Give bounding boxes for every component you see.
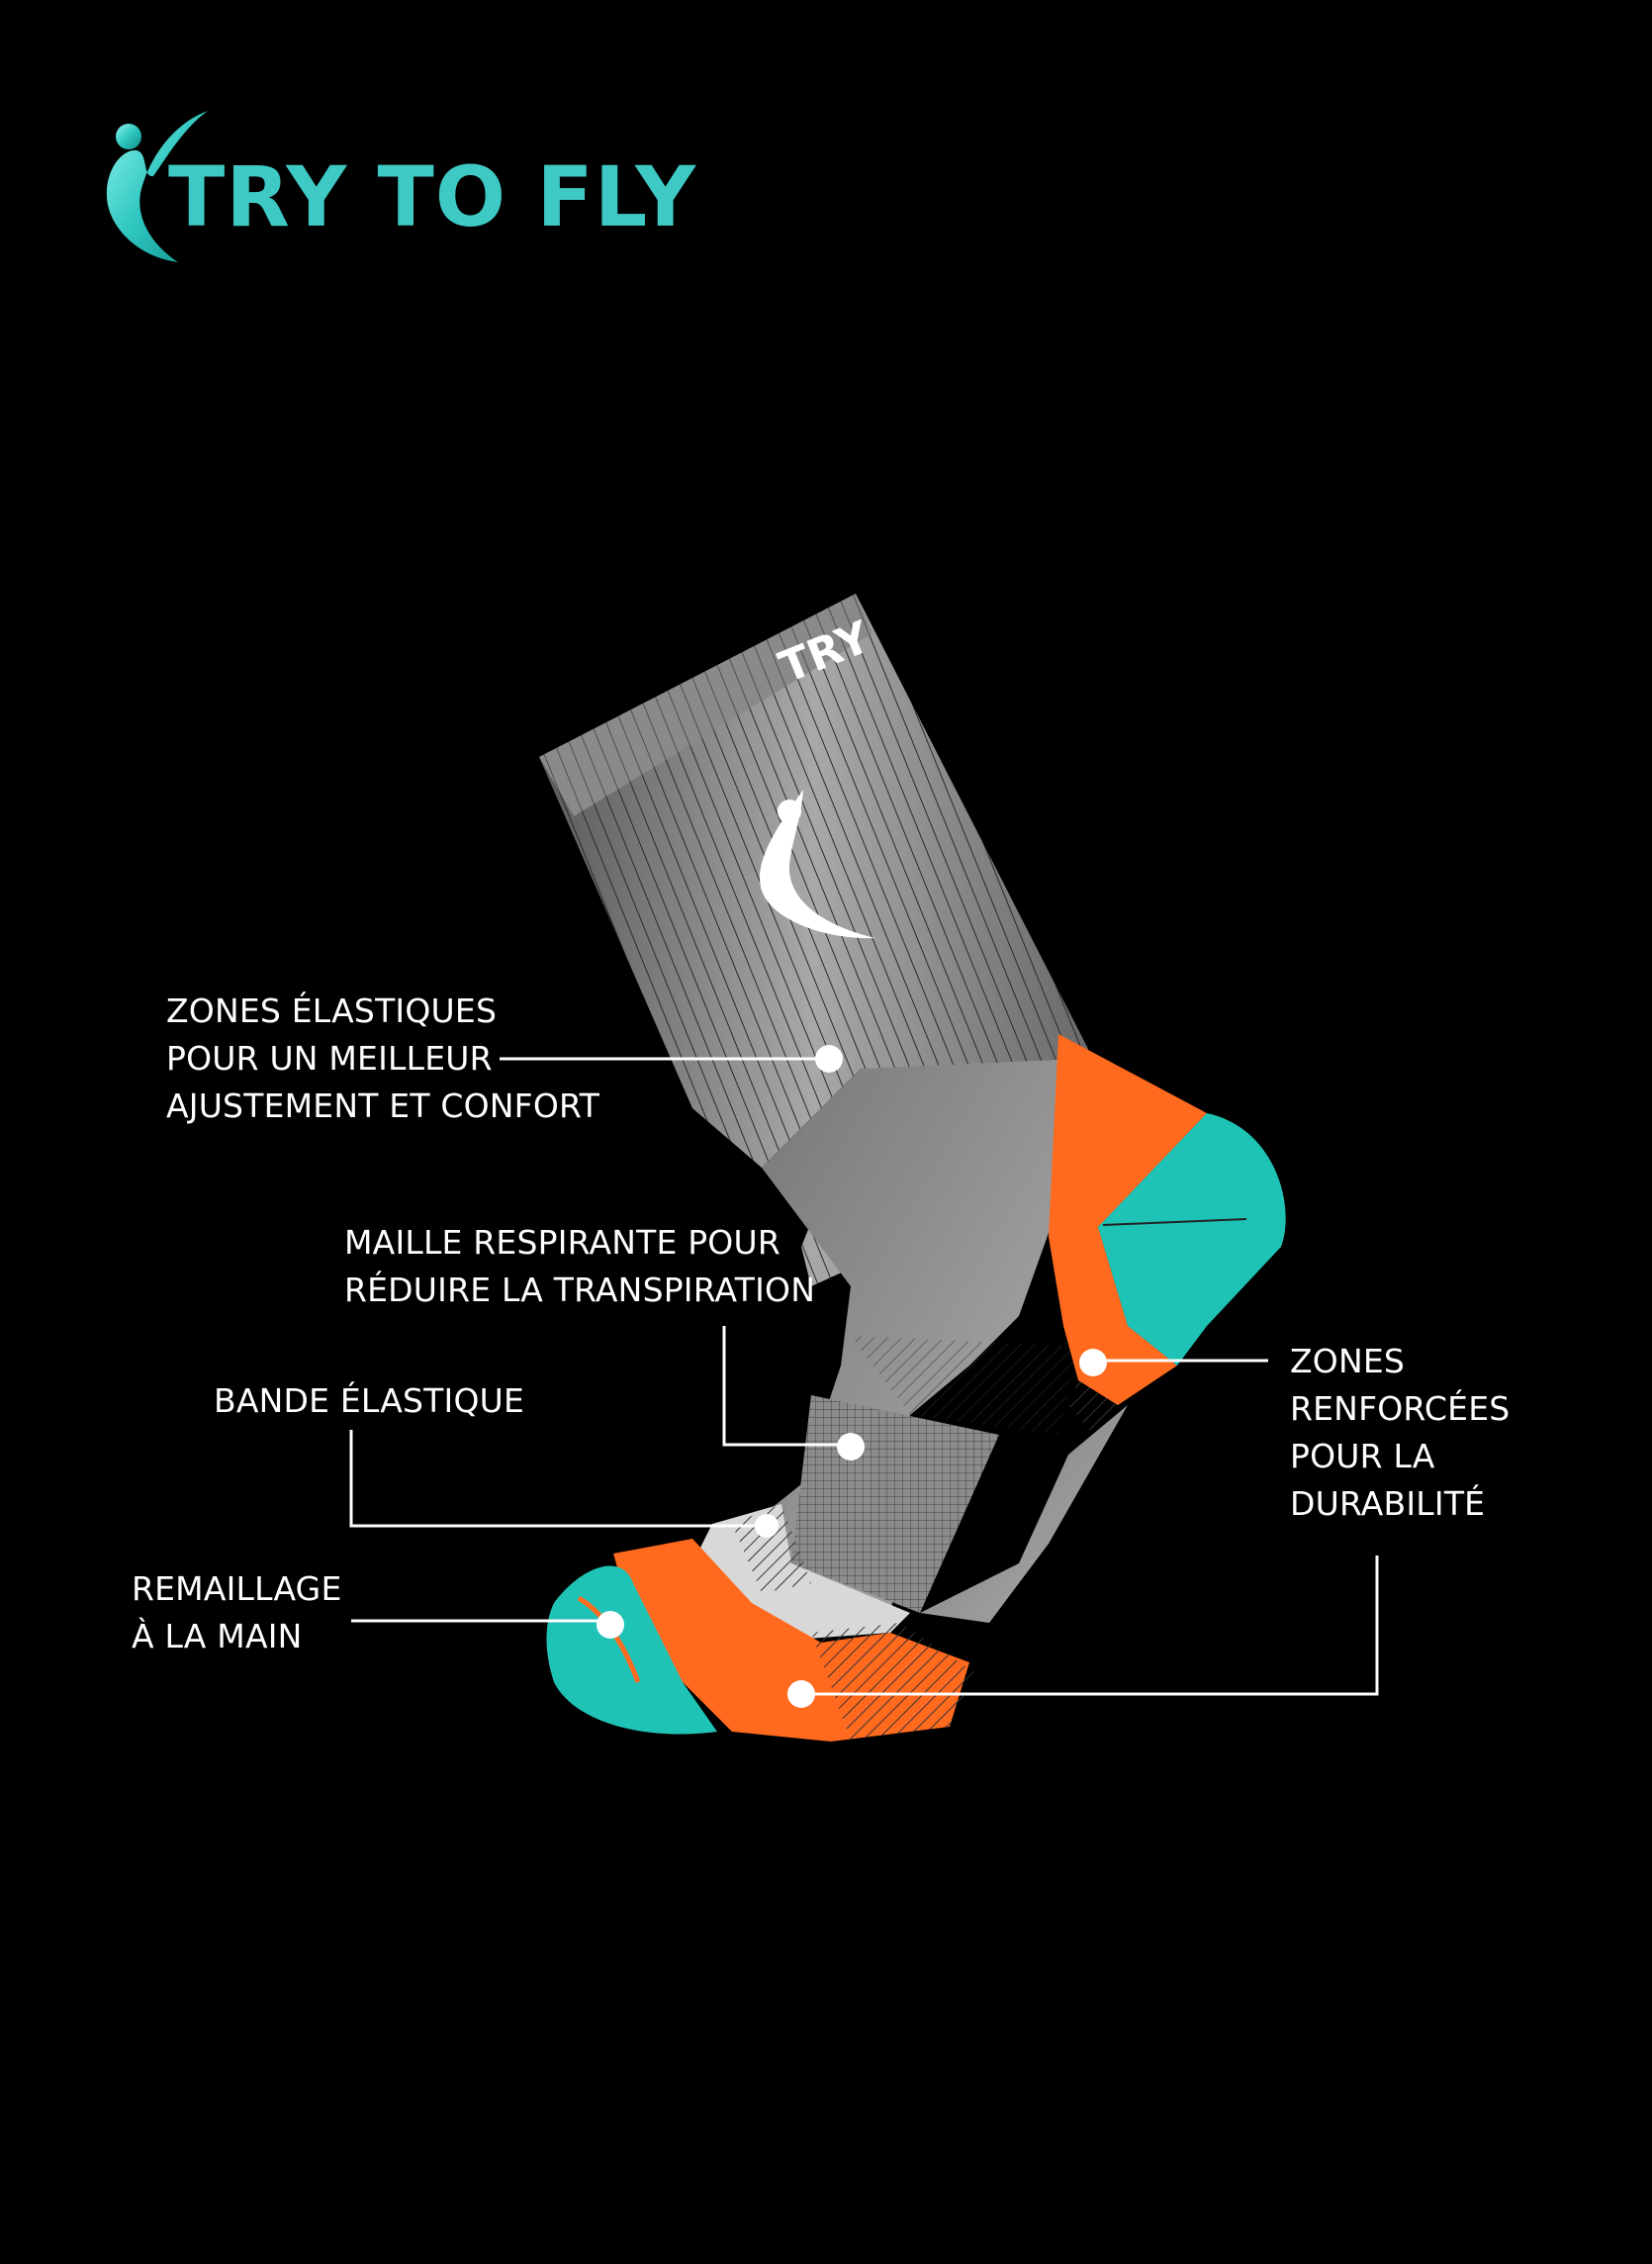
heel-orange-zone [1049, 1034, 1207, 1405]
brand-logo [79, 99, 594, 277]
callout-elastic-band: BANDE ÉLASTIQUE [214, 1381, 525, 1420]
leg-logo-icon [760, 790, 875, 939]
callout-dots [597, 1045, 1107, 1708]
heel-teal-zone [1098, 1113, 1286, 1366]
callout-breathable-mesh: MAILLE RESPIRANTE POUR RÉDUIRE LA TRANSP… [344, 1223, 816, 1309]
brand-name: TRY TO FLY [168, 148, 697, 245]
flying-person-logo-icon [106, 111, 208, 262]
callout-hand-linking: REMAILLAGE À LA MAIN [132, 1569, 342, 1655]
leader-lines [349, 1057, 1379, 1696]
callout-elastic-zones: ZONES ÉLASTIQUES POUR UN MEILLEUR AJUSTE… [166, 991, 600, 1125]
callout-reinforced-zones: ZONES RENFORCÉES POUR LA DURABILITÉ [1290, 1342, 1511, 1523]
